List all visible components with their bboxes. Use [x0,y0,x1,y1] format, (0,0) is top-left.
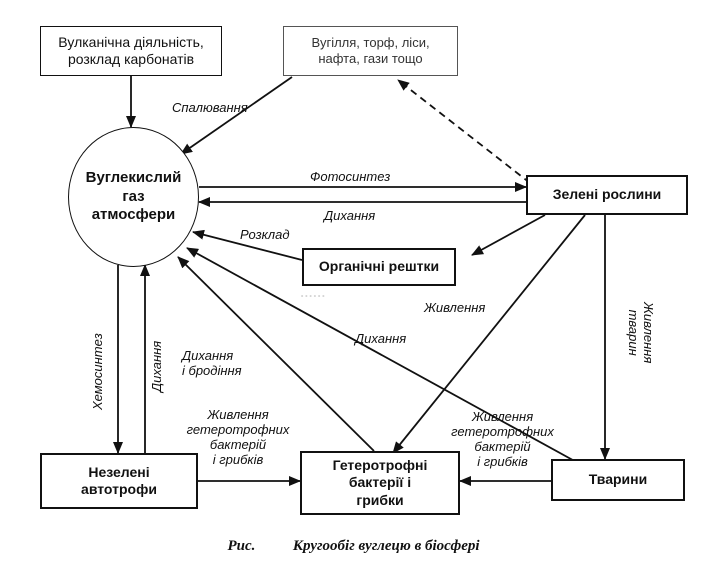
arrow-nutrition [392,214,586,454]
label-heterotrophic-nutrition-right: Живлення гетеротрофних бактерій і грибкі… [451,409,554,469]
node-heterotrophic-bacteria-fungi: Гетеротрофні бактерії і грибки [300,451,460,515]
label-heterotrophic-nutrition-left: Живлення гетеротрофних бактерій і грибкі… [186,407,290,467]
label-photosynthesis: Фотосинтез [310,169,391,184]
node-non-green-autotrophs: Незелені автотрофи [40,453,198,509]
label-respiration-autotrophs: Дихання [149,340,164,392]
arrow-plants-to-remains [471,214,546,256]
label-respiration-plants: Дихання [324,208,376,223]
node-organic-remains: Органічні рештки [302,248,456,286]
arrow-decomposition [192,229,303,261]
label-decomposition: Розклад [240,227,290,242]
label-combustion: Спалювання [172,100,248,115]
label-respiration-animals: Дихання [355,331,407,346]
label-animal-nutrition: Живлення тварин [626,302,656,364]
label-respiration-fermentation: Дихання і бродіння [182,348,242,378]
node-volcanic-activity: Вулканічна діяльність, розклад карбонаті… [40,26,222,76]
figure-caption: Рис. Кругообіг вуглецю в біосфері [227,538,480,554]
arrow-animals-respiration [186,247,581,465]
node-atmospheric-co2: Вуглекислий газ атмосфери [68,127,199,267]
arrow-plants-to-fossil [397,79,531,184]
label-chemosynthesis: Хемосинтез [90,333,105,410]
arrow-heterotrophs-respiration [177,256,375,452]
arrow-combustion [180,76,293,155]
node-animals: Тварини [551,459,685,501]
label-nutrition: Живлення [424,300,486,315]
node-fossil-fuels: Вугілля, торф, ліси, нафта, гази тощо [283,26,458,76]
node-green-plants: Зелені рослини [526,175,688,215]
